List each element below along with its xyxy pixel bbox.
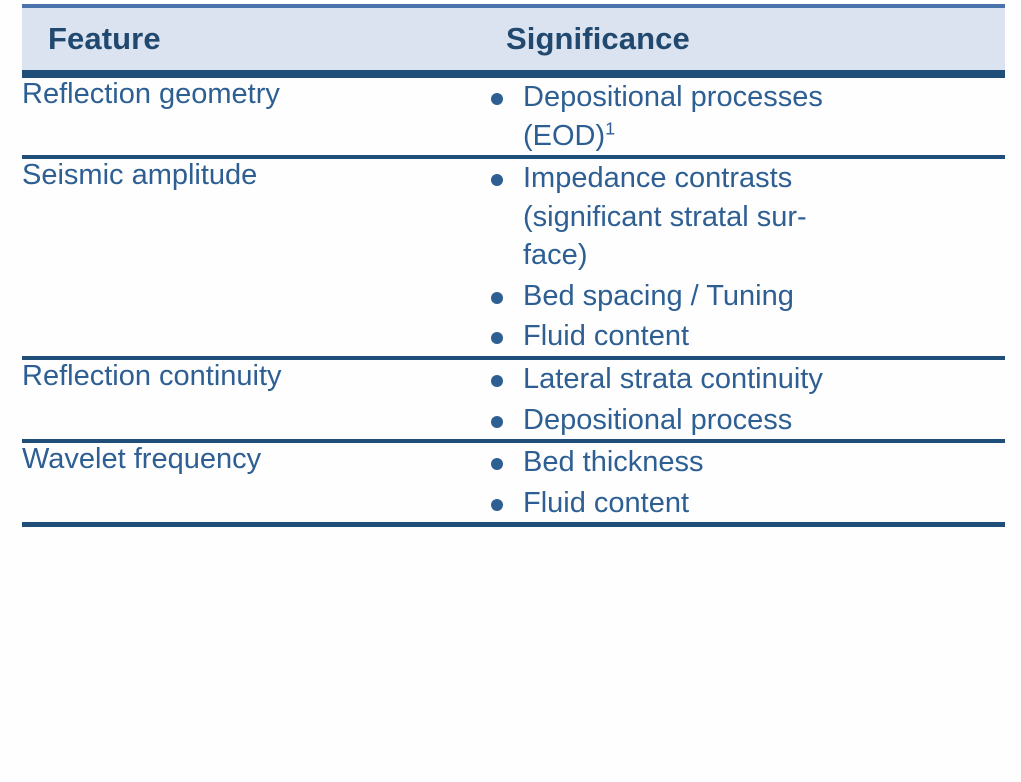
significance-text: Bed thickness — [523, 443, 1005, 482]
table-row: Reflection continuity Lateral strata cont… — [22, 357, 1005, 444]
list-item: Fluid content — [485, 317, 1005, 356]
column-header-significance: Significance — [485, 4, 1005, 78]
feature-name: Seismic amplitude — [22, 159, 258, 192]
cell-feature: Seismic amplitude — [22, 157, 485, 360]
significance-text-line: Depositional processes — [523, 81, 823, 113]
feature-significance-table: Feature Significance Reflection geometry… — [22, 4, 1005, 528]
significance-list: Impedance contrasts (significant stratal … — [485, 159, 1005, 356]
feature-name: Wavelet frequency — [22, 443, 262, 476]
bullet-dot-icon — [491, 291, 503, 304]
footnote-reference: 1 — [605, 117, 616, 138]
column-header-feature-label: Feature — [48, 21, 161, 56]
column-header-feature: Feature — [22, 4, 485, 78]
significance-text-line: (EOD)1 — [523, 117, 616, 152]
significance-text: Fluid content — [523, 317, 1005, 356]
table-row: Reflection geometry Depositional processe… — [22, 74, 1005, 160]
bullet-dot-icon — [491, 415, 503, 428]
significance-text: Lateral strata continuity — [523, 360, 1005, 399]
table-row: Seismic amplitude Impedance contrasts (sig… — [22, 157, 1005, 360]
significance-text-line: Fluid content — [523, 486, 690, 519]
cell-significance: Depositional processes (EOD)1 — [485, 74, 1005, 160]
feature-name: Reflection geometry — [22, 78, 280, 110]
list-item: Impedance contrasts (significant stratal … — [485, 159, 1005, 275]
list-item: Bed thickness — [485, 443, 1005, 482]
significance-text-line: Depositional process — [523, 403, 793, 436]
bullet-dot-icon — [491, 93, 503, 105]
significance-text: Depositional processes (EOD)1 — [523, 78, 1005, 155]
column-header-significance-label: Significance — [506, 21, 690, 56]
significance-text-line: Lateral strata continuity — [523, 362, 823, 395]
bullet-dot-icon — [491, 498, 503, 511]
table-body: Reflection geometry Depositional processe… — [22, 74, 1005, 528]
significance-text: Fluid content — [523, 484, 1005, 523]
significance-text: Bed spacing / Tuning — [523, 277, 1005, 316]
bullet-dot-icon — [491, 458, 503, 471]
bullet-dot-icon — [491, 374, 503, 387]
feature-significance-table-container: Feature Significance Reflection geometry… — [22, 4, 1005, 528]
significance-text-line: (significant stratal sur- — [523, 200, 807, 233]
significance-text: Depositional process — [523, 401, 1005, 440]
list-item: Bed spacing / Tuning — [485, 277, 1005, 316]
list-item: Depositional process — [485, 401, 1005, 440]
list-item: Lateral strata continuity — [485, 360, 1005, 399]
cell-feature: Wavelet frequency — [22, 441, 485, 528]
cell-significance: Impedance contrasts (significant stratal … — [485, 157, 1005, 360]
table-header-row: Feature Significance — [22, 4, 1005, 78]
significance-text-line: face) — [523, 239, 588, 272]
bullet-dot-icon — [491, 332, 503, 345]
significance-text-line: Bed spacing / Tuning — [523, 279, 794, 312]
list-item: Fluid content — [485, 484, 1005, 523]
list-item: Depositional processes (EOD)1 — [485, 78, 1005, 155]
table-header: Feature Significance — [22, 4, 1005, 78]
significance-text-line: Impedance contrasts — [523, 162, 793, 195]
cell-feature: Reflection continuity — [22, 357, 485, 444]
feature-name: Reflection continuity — [22, 359, 282, 392]
bullet-dot-icon — [491, 174, 503, 187]
significance-list: Depositional processes (EOD)1 — [485, 78, 1005, 155]
cell-feature: Reflection geometry — [22, 74, 485, 160]
significance-text-line: Bed thickness — [523, 446, 704, 479]
significance-text-line: Fluid content — [523, 320, 690, 353]
significance-text: Impedance contrasts (significant stratal … — [523, 159, 1005, 275]
